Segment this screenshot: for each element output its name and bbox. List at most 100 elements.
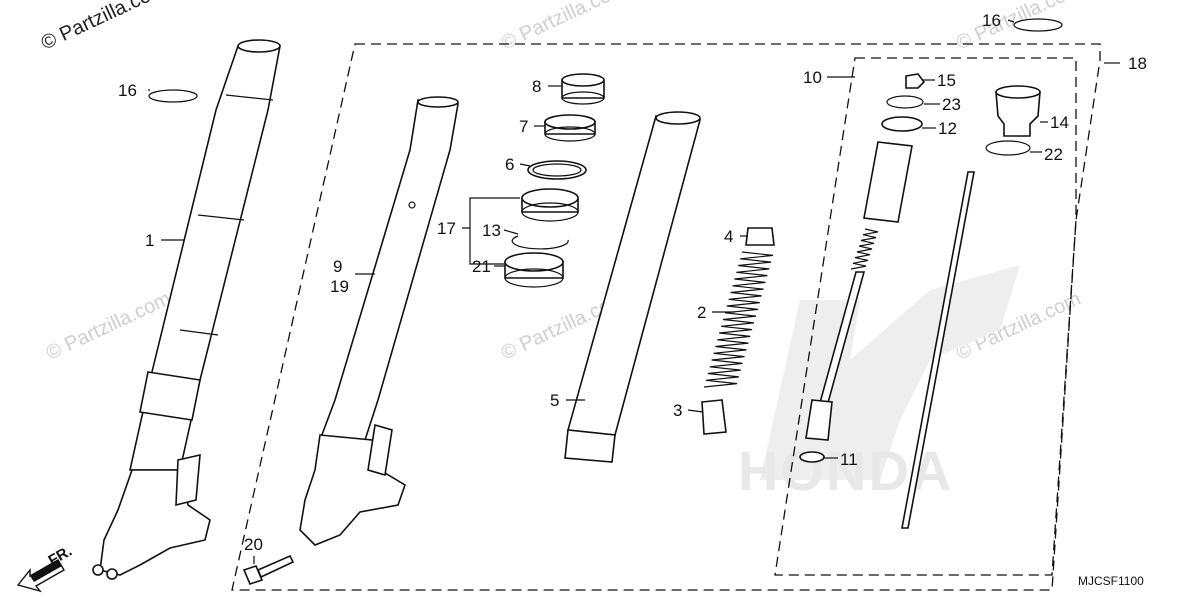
callout-21[interactable]: 21 [472, 257, 491, 276]
inner-tube-top [655, 111, 701, 125]
callout-20[interactable]: 20 [244, 535, 263, 554]
callout-11[interactable]: 11 [840, 450, 858, 469]
part-20-bolt [242, 554, 295, 585]
o-ring-16-top [1013, 18, 1063, 32]
o-ring-16-left [148, 89, 198, 103]
outer-tube-hole [408, 201, 416, 209]
callout-5[interactable]: 5 [550, 391, 559, 410]
leader [519, 163, 531, 167]
bolt-shank [256, 554, 295, 579]
o-ring-22 [985, 140, 1031, 156]
cartridge-cylinder [863, 141, 913, 223]
collar-body [745, 227, 775, 246]
washer-11 [799, 451, 825, 463]
nut-15 [905, 73, 926, 89]
brand-logo: HONDA [738, 265, 1020, 502]
callout-14[interactable]: 14 [1050, 113, 1069, 132]
bushing-8-top [561, 73, 605, 87]
part-3-spacer [701, 399, 727, 435]
callout-12[interactable]: 12 [938, 119, 957, 138]
part-17-oil-seal [521, 188, 579, 222]
watermark: © Partzilla.com [43, 288, 174, 365]
callout-8[interactable]: 8 [532, 77, 541, 96]
bushing-8-bottom [561, 91, 605, 105]
cartridge-spring [850, 228, 879, 270]
watermark-top-left: © Partzilla.com [38, 0, 169, 55]
axle-bolt [106, 568, 118, 580]
callout-22[interactable]: 22 [1044, 145, 1063, 164]
oil-seal-bottom [521, 202, 579, 222]
leader-lines [148, 19, 1120, 564]
fork-bolt-top [995, 85, 1041, 99]
part-16-o-ring-left [148, 89, 198, 103]
callout-16[interactable]: 16 [118, 81, 137, 100]
part-22-o-ring [985, 140, 1031, 156]
front-direction-indicator: FR. [16, 543, 75, 593]
part-21-dust-seal [504, 252, 564, 288]
spacer-body [701, 399, 727, 435]
fork-bolt-body [995, 91, 1041, 137]
part-8-bushing [561, 73, 605, 105]
dust-seal-top [504, 252, 564, 272]
callout-23[interactable]: 23 [942, 95, 961, 114]
inner-tube-slider [564, 429, 616, 463]
outer-tube-caliper-mount [367, 423, 393, 477]
callout-labels: 16 1 9 19 8 7 6 17 13 21 5 4 2 3 20 10 1… [118, 11, 1147, 554]
axle-bolt [92, 564, 104, 576]
part-18-pushrod [901, 171, 975, 529]
part-1-fork-assembly [92, 39, 281, 580]
part-6-washer [527, 160, 587, 180]
damper-piston [805, 399, 833, 441]
fork-seal-ring [139, 371, 201, 421]
part-2-spring [703, 251, 774, 388]
leader [462, 197, 520, 265]
fork-spring-coil [703, 251, 774, 388]
callout-6[interactable]: 6 [505, 155, 514, 174]
part-15-nut [905, 73, 926, 89]
callout-15[interactable]: 15 [937, 71, 956, 90]
dust-seal-bottom [504, 268, 564, 288]
part-7-bushing [544, 114, 596, 142]
part-11-washer [799, 451, 825, 463]
part-13-snap-ring [511, 235, 569, 250]
pushrod [901, 171, 975, 529]
part-5-inner-tube [564, 111, 702, 463]
callout-13[interactable]: 13 [482, 221, 501, 240]
front-arrow-hatch [30, 560, 62, 582]
part-9-outer-tube [299, 96, 459, 546]
part-16-o-ring-top [1013, 18, 1063, 32]
bushing-7-bottom [544, 126, 596, 142]
callout-19[interactable]: 19 [330, 277, 349, 296]
part-10-cartridge [805, 141, 913, 441]
fork-cap [237, 39, 281, 53]
callout-1[interactable]: 1 [145, 231, 154, 250]
callout-2[interactable]: 2 [697, 303, 706, 322]
callout-10[interactable]: 10 [803, 68, 822, 87]
o-ring-12 [881, 116, 923, 132]
callout-16-top[interactable]: 16 [982, 11, 1001, 30]
callout-9[interactable]: 9 [333, 257, 342, 276]
caliper-mount [175, 453, 201, 507]
snap-ring-arc [511, 235, 569, 250]
fork-band [179, 329, 219, 336]
callout-17[interactable]: 17 [437, 219, 456, 238]
leader [687, 409, 704, 413]
leader [503, 229, 519, 235]
callout-4[interactable]: 4 [724, 227, 733, 246]
callout-18[interactable]: 18 [1128, 54, 1147, 73]
washer-6-inner [532, 163, 582, 177]
watermark: © Partzilla.com [953, 0, 1084, 55]
fork-band [225, 94, 274, 101]
part-23-o-ring [886, 95, 924, 109]
callout-7[interactable]: 7 [519, 117, 528, 136]
diagram-code: MJCSF1100 [1078, 574, 1144, 588]
bushing-7-top [544, 114, 596, 130]
part-12-o-ring [881, 116, 923, 132]
part-14-fork-bolt [995, 85, 1041, 137]
fork-band [197, 214, 245, 221]
part-4-collar [745, 227, 775, 246]
assembly-outline-10 [774, 57, 1077, 576]
callout-3[interactable]: 3 [673, 401, 682, 420]
oil-seal-top [521, 188, 579, 208]
